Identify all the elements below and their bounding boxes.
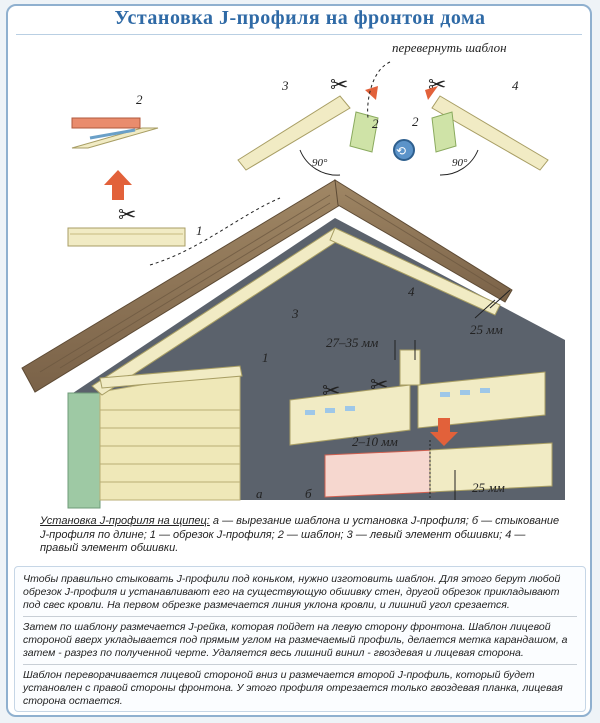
label-3-house: 3 — [291, 306, 299, 321]
scissors-icon: ✂ — [322, 378, 340, 403]
joint-detail: ✂ ✂ — [289, 340, 553, 500]
title-divider — [16, 34, 582, 35]
instructions-box: Чтобы правильно стыковать J-профили под … — [14, 566, 586, 712]
caption-body: а — вырезание шаблона и установка J-проф… — [40, 515, 560, 554]
svg-text:⟲: ⟲ — [396, 144, 406, 158]
scissors-icon: ✂ — [118, 202, 136, 227]
dim-25mm-house: 25 мм — [470, 322, 503, 337]
label-2-left: 2 — [372, 116, 379, 131]
corner-trim — [67, 392, 101, 509]
right-rake-piece — [431, 95, 549, 171]
caption-lead: Установка J-профиля на щипец: — [40, 515, 210, 527]
label-3-top: 3 — [281, 78, 289, 93]
instruction-paragraph: Затем по шаблону размечается J-рейка, ко… — [23, 621, 568, 659]
j-profile-left-end — [289, 384, 411, 446]
label-1-piece: 1 — [196, 223, 203, 238]
label-2-template: 2 — [136, 92, 143, 107]
instruction-paragraph: Шаблон переворачивается лицевой стороной… — [23, 669, 563, 707]
up-arrow-icon — [104, 170, 132, 200]
scissors-icon: ✂ — [330, 72, 348, 97]
profile-piece-1 — [67, 227, 186, 247]
label-1-house: 1 — [262, 350, 269, 365]
scissors-icon: ✂ — [370, 372, 388, 397]
figure-b-label: б — [305, 486, 312, 501]
roof-right — [334, 179, 513, 303]
figure-a-label: а — [256, 486, 263, 501]
angle-right-label: 90° — [452, 157, 468, 169]
label-4-house: 4 — [408, 284, 415, 299]
label-4-top: 4 — [512, 78, 519, 93]
j-profile-right — [329, 227, 501, 316]
j-profile-joined-left — [324, 449, 436, 498]
paragraph-divider — [23, 664, 577, 665]
rotate-arrow-icon — [393, 139, 415, 161]
house-illustration — [21, 179, 565, 509]
j-profile-right-end — [417, 371, 546, 429]
dim-27-35mm: 27–35 мм — [326, 335, 378, 350]
dim-25mm-joint: 25 мм — [472, 480, 505, 495]
j-profile-horizontal — [99, 365, 243, 389]
paragraph-divider — [23, 616, 577, 617]
dim-2-10mm: 2–10 мм — [352, 434, 398, 449]
template-piece — [71, 127, 159, 149]
rake-cut-detail: ⟲ ✂ ✂ — [149, 61, 549, 266]
page-title: Установка J-профиля на фронтон дома — [114, 7, 486, 29]
figure-caption: Установка J-профиля на щипец: а — выреза… — [40, 515, 560, 556]
down-arrow-icon — [430, 418, 458, 446]
label-2-right: 2 — [412, 114, 419, 129]
angle-left-label: 90° — [312, 157, 328, 169]
flip-template-label: перевернуть шаблон — [392, 40, 507, 55]
template-cut-detail: ✂ — [67, 117, 186, 247]
left-rake-piece — [237, 95, 351, 171]
instruction-paragraph: Чтобы правильно стыковать J-профили под … — [23, 573, 561, 611]
